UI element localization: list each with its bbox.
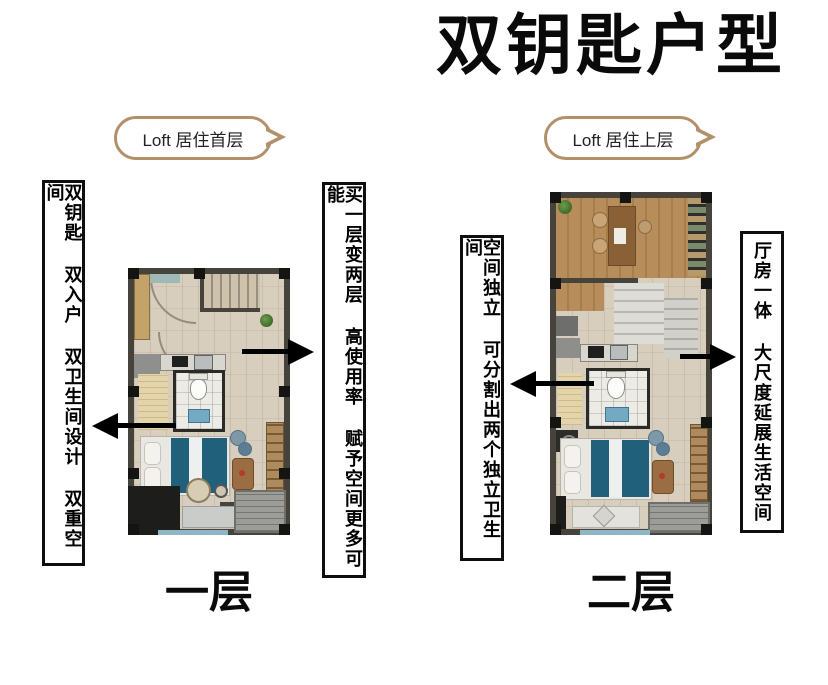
callout-text: 厅房一体 大尺度延展生活空间 [752,241,772,523]
cabinet [556,338,580,358]
lamp [239,470,245,476]
stairs [664,298,698,358]
ac-unit [648,502,710,533]
stove [172,356,188,367]
window [158,530,228,535]
wall-block [550,417,561,428]
wall-block [701,278,712,289]
wall-block [550,278,561,289]
desk-paper [614,228,626,244]
wood-floor [556,283,604,311]
stairs [614,283,664,344]
rattan-chair [186,478,211,503]
bathroom [173,370,225,432]
bubble-loft-first-floor: Loft 居住首层 [114,116,286,160]
arrow-left-icon [510,371,594,397]
wall-block [550,524,561,535]
callout-integrated-living: 厅房一体 大尺度延展生活空间 [740,231,784,533]
stairs [200,274,260,312]
wall-block [701,524,712,535]
callout-text: 空间独立 可分割出两个独立卫生间 [463,238,501,540]
ac-unit [234,490,286,533]
arrow-right-icon [242,339,314,365]
wall-block [128,524,139,535]
wall-block [279,386,290,397]
bed [560,438,652,500]
chair [638,220,652,234]
bookshelf [688,198,706,276]
wall-block [701,192,712,203]
door-arc [150,278,196,324]
bubble-tail-icon [264,130,278,144]
chair [592,238,608,254]
page-title: 双钥匙户型 [436,8,786,82]
wall-block [279,268,290,279]
pillow [564,445,581,468]
utility-block [556,496,566,529]
callout-dual-key: 双钥匙 双入户 双卫生间设计 双重空间 [42,180,85,566]
arrow-left-icon [92,413,176,439]
bed-runner [609,440,622,497]
chair [592,212,608,228]
wall-block [550,192,561,203]
arrow-right-icon [680,344,736,370]
divider-wall [556,278,638,283]
bubble-loft-upper-floor: Loft 居住上层 [544,116,716,160]
bubble-label: Loft 居住上层 [572,130,674,150]
floorplan-level2-floor [556,198,710,533]
entry-glass [150,274,180,283]
wall-block [194,268,205,279]
shower-mat [605,407,629,422]
wall-block [620,192,631,203]
stove [588,346,604,358]
cushion [656,442,670,456]
wardrobe [266,422,284,508]
wall-block [128,468,139,479]
bubble-label: Loft 居住首层 [142,130,244,150]
wall-block [701,417,712,428]
floorplan-level2-graphic [550,192,712,535]
plant-icon [558,200,572,214]
callout-text: 双钥匙 双入户 双卫生间设计 双重空间 [44,183,83,549]
kitchen-counter [160,354,226,371]
wall-block [279,524,290,535]
callout-text: 买一层变两层 高使用率 赋予空间更多可能 [325,185,363,569]
cabinet [556,316,578,336]
sink [194,355,213,370]
wall-block [128,386,139,397]
floor1-label: 一层 [165,568,253,617]
lamp [659,473,665,479]
callout-buy-one-get-two: 买一层变两层 高使用率 赋予空间更多可能 [322,182,366,578]
wall-block [128,268,139,279]
callout-independent-space: 空间独立 可分割出两个独立卫生间 [460,235,504,561]
wall-block [279,468,290,479]
bathroom [586,368,650,429]
floorplan-level1-graphic [128,268,290,535]
chair [238,442,252,456]
pillow [564,471,581,494]
plant-icon [260,314,273,327]
stool [214,484,228,498]
wardrobe [690,424,708,502]
floor-mat [138,374,168,430]
floor2-label: 二层 [587,568,675,617]
shower-mat [188,409,210,423]
floorplan-level1-floor [128,274,286,535]
toilet [190,379,207,400]
sink [610,345,628,360]
window [580,530,650,535]
pillow [144,442,161,465]
shoe-cabinet [134,274,150,340]
bubble-tail-icon [694,130,708,144]
toilet [607,377,625,399]
